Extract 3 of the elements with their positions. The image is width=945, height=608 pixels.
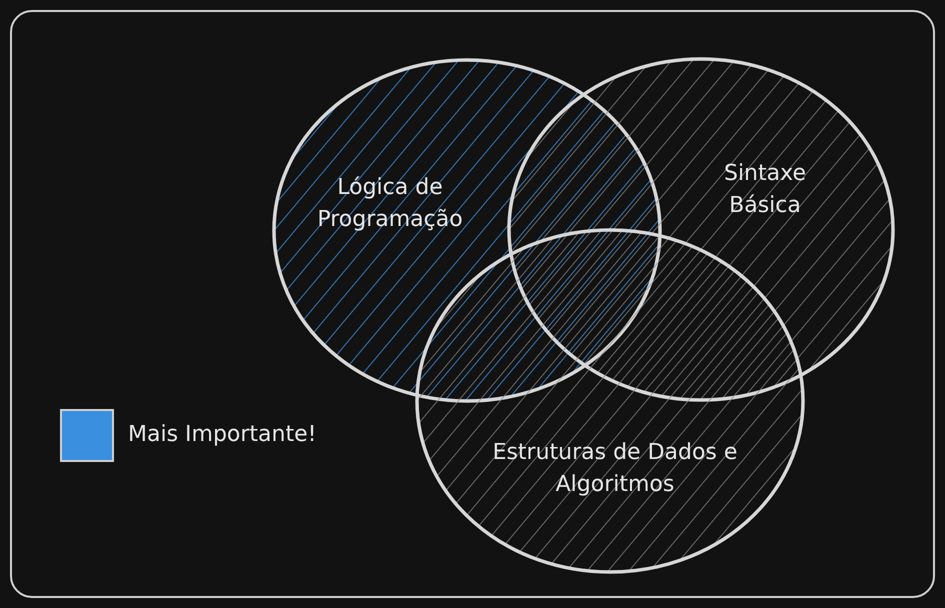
circle-label: Estruturas de Dados e Algoritmos	[492, 439, 738, 499]
legend-label: Mais Importante!	[128, 422, 316, 447]
circle-label: Sintaxe Básica	[722, 160, 807, 220]
